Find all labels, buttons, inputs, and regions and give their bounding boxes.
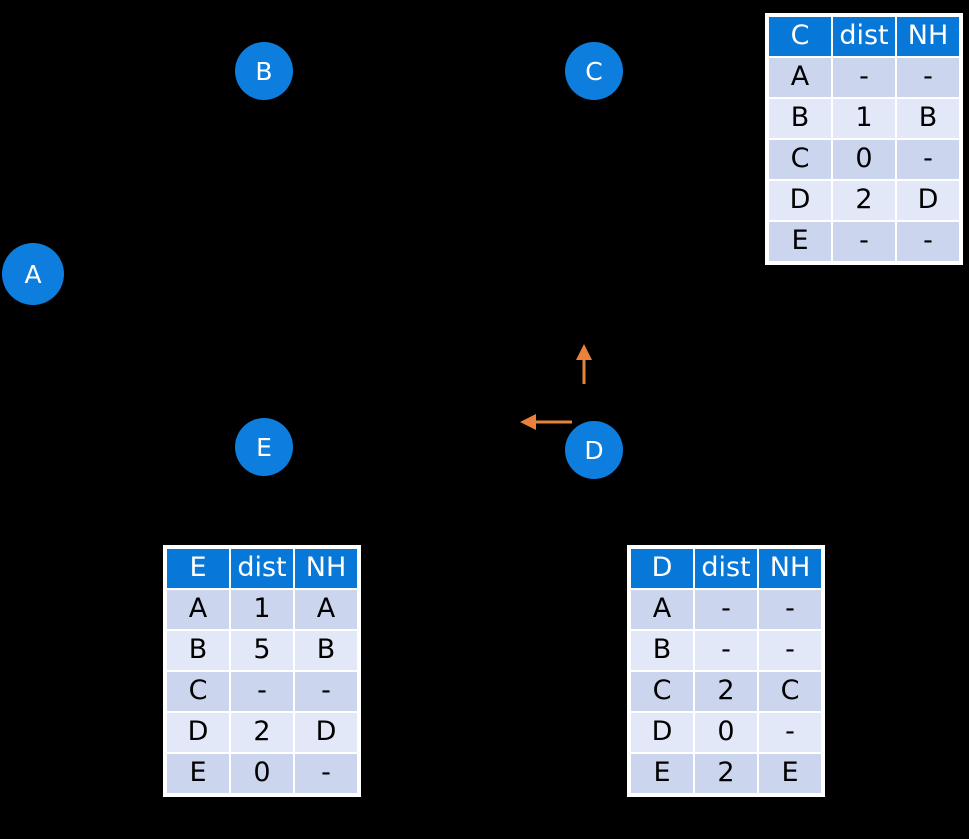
- table-cell-dist: 0: [231, 754, 293, 793]
- table-cell-next-hop: -: [759, 631, 821, 670]
- table-header-destination: C: [769, 17, 831, 56]
- table-cell-dist: 0: [695, 713, 757, 752]
- table-cell-dist: 2: [695, 672, 757, 711]
- table-cell-destination: E: [769, 222, 831, 261]
- table-cell-destination: A: [631, 590, 693, 629]
- table-cell-dist: 1: [833, 99, 895, 138]
- table-cell-next-hop: C: [759, 672, 821, 711]
- table-cell-next-hop: -: [759, 590, 821, 629]
- table-header-dist: dist: [231, 549, 293, 588]
- table-cell-dist: 2: [231, 713, 293, 752]
- table-cell-destination: A: [167, 590, 229, 629]
- table-cell-destination: A: [769, 58, 831, 97]
- table-cell-destination: C: [631, 672, 693, 711]
- table-cell-destination: C: [769, 140, 831, 179]
- graph-node-c[interactable]: C: [565, 42, 623, 100]
- table-cell-destination: C: [167, 672, 229, 711]
- table-cell-next-hop: E: [759, 754, 821, 793]
- table-header-next-hop: NH: [759, 549, 821, 588]
- table-cell-destination: D: [631, 713, 693, 752]
- table-cell-dist: -: [833, 58, 895, 97]
- table-row: A--: [769, 58, 959, 97]
- table-cell-next-hop: B: [897, 99, 959, 138]
- table-cell-next-hop: D: [897, 181, 959, 220]
- table-row: C--: [167, 672, 357, 711]
- table-row: A--: [631, 590, 821, 629]
- table-cell-dist: -: [231, 672, 293, 711]
- graph-node-e[interactable]: E: [235, 418, 293, 476]
- table-cell-next-hop: -: [295, 672, 357, 711]
- table-cell-next-hop: -: [897, 58, 959, 97]
- table-cell-next-hop: -: [295, 754, 357, 793]
- table-cell-dist: -: [695, 631, 757, 670]
- table-cell-dist: 2: [695, 754, 757, 793]
- table-row: E--: [769, 222, 959, 261]
- table-cell-next-hop: -: [897, 140, 959, 179]
- table-cell-destination: B: [631, 631, 693, 670]
- table-cell-destination: D: [769, 181, 831, 220]
- table-cell-destination: B: [769, 99, 831, 138]
- table-cell-dist: -: [695, 590, 757, 629]
- table-cell-next-hop: A: [295, 590, 357, 629]
- table-cell-dist: 0: [833, 140, 895, 179]
- table-cell-next-hop: D: [295, 713, 357, 752]
- table-cell-destination: E: [631, 754, 693, 793]
- graph-node-b[interactable]: B: [235, 42, 293, 100]
- table-cell-destination: E: [167, 754, 229, 793]
- table-cell-destination: B: [167, 631, 229, 670]
- graph-node-d[interactable]: D: [565, 421, 623, 479]
- table-cell-dist: 2: [833, 181, 895, 220]
- arrow-d-to-c: [576, 344, 592, 384]
- table-cell-destination: D: [167, 713, 229, 752]
- table-cell-dist: 1: [231, 590, 293, 629]
- table-cell-next-hop: B: [295, 631, 357, 670]
- table-header-dist: dist: [833, 17, 895, 56]
- table-header-destination: E: [167, 549, 229, 588]
- table-header-dist: dist: [695, 549, 757, 588]
- table-cell-dist: 5: [231, 631, 293, 670]
- table-header-next-hop: NH: [295, 549, 357, 588]
- table-header-next-hop: NH: [897, 17, 959, 56]
- table-header-destination: D: [631, 549, 693, 588]
- arrow-d-to-e: [520, 414, 572, 430]
- table-cell-next-hop: -: [759, 713, 821, 752]
- table-row: B--: [631, 631, 821, 670]
- table-cell-dist: -: [833, 222, 895, 261]
- graph-node-a[interactable]: A: [2, 243, 64, 305]
- table-cell-next-hop: -: [897, 222, 959, 261]
